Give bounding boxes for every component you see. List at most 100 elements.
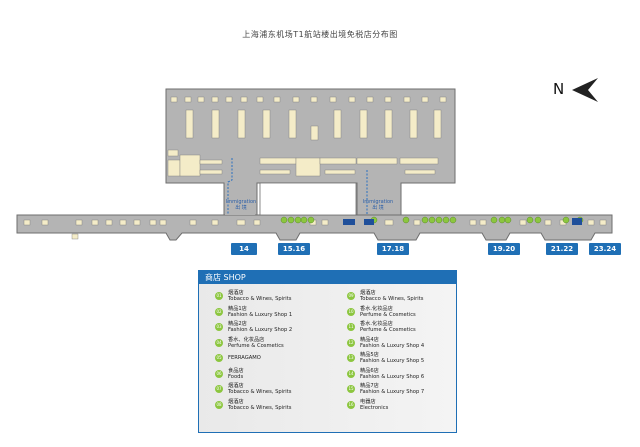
shop-marker xyxy=(428,216,436,224)
shop-block xyxy=(262,109,271,139)
shop-block xyxy=(295,157,321,177)
shop-block xyxy=(384,109,393,139)
shop-block xyxy=(599,219,607,226)
shop-block xyxy=(421,96,429,103)
shop-block xyxy=(399,157,439,165)
shop-block xyxy=(366,96,374,103)
shop-marker xyxy=(280,216,288,224)
gate-15-16: 15.16 xyxy=(278,243,310,255)
shop-block xyxy=(348,96,356,103)
gate-19-20: 19.20 xyxy=(488,243,520,255)
shop-marker xyxy=(504,216,512,224)
concourse xyxy=(16,214,613,241)
gate-14: 14 xyxy=(231,243,257,255)
shop-block xyxy=(273,96,281,103)
shop-block xyxy=(240,96,248,103)
shop-block xyxy=(288,109,297,139)
shop-block xyxy=(292,96,300,103)
gate-23-24: 23.24 xyxy=(589,243,621,255)
shop-block xyxy=(211,109,220,139)
shop-block xyxy=(253,219,261,226)
shop-block xyxy=(310,96,318,103)
shop-marker xyxy=(294,216,302,224)
shop-block xyxy=(409,109,418,139)
shop-marker xyxy=(435,216,443,224)
shop-block xyxy=(256,96,264,103)
shop-block xyxy=(259,169,291,175)
shop-block xyxy=(184,96,192,103)
shop-blocks xyxy=(23,96,607,240)
shop-block xyxy=(23,219,31,226)
shop-block xyxy=(119,219,127,226)
shop-block xyxy=(41,219,49,226)
shop-block xyxy=(587,219,595,226)
open-area-left xyxy=(259,182,357,216)
immigration-path xyxy=(227,158,233,215)
shop-block xyxy=(333,109,342,139)
shop-block xyxy=(479,219,487,226)
shop-block xyxy=(324,169,356,175)
shop-block xyxy=(91,219,99,226)
shop-block xyxy=(159,219,167,226)
shop-marker xyxy=(490,216,498,224)
shop-marker xyxy=(534,216,542,224)
shop-block xyxy=(329,96,337,103)
compass-arrow-icon xyxy=(572,78,598,102)
shop-block xyxy=(133,219,141,226)
shop-block xyxy=(211,219,219,226)
shop-block xyxy=(71,233,79,240)
shop-marker xyxy=(526,216,534,224)
shop-block xyxy=(359,109,368,139)
shop-block xyxy=(319,157,357,165)
shop-block xyxy=(384,96,392,103)
shop-block xyxy=(149,219,157,226)
legend-heading: 商店 SHOP xyxy=(199,271,456,284)
shop-marker xyxy=(307,216,315,224)
shop-block xyxy=(356,157,398,165)
shop-block xyxy=(433,109,442,139)
shop-block xyxy=(236,219,246,226)
shop-marker xyxy=(402,216,410,224)
shop-block xyxy=(321,219,329,226)
shop-block xyxy=(310,125,319,141)
shop-marker xyxy=(287,216,295,224)
shop-block xyxy=(179,154,201,177)
shop-marker xyxy=(421,216,429,224)
shop-block xyxy=(519,219,527,226)
shop-markers xyxy=(280,216,584,225)
shop-block xyxy=(197,96,205,103)
shop-block xyxy=(469,219,477,226)
shop-block xyxy=(185,109,194,139)
shop-block xyxy=(259,157,297,165)
shop-block xyxy=(167,149,179,157)
shop-marker xyxy=(442,216,450,224)
shop-block xyxy=(439,96,447,103)
shop-block xyxy=(413,219,421,226)
shop-block xyxy=(167,159,181,177)
gate-17-18: 17.18 xyxy=(377,243,409,255)
shop-block xyxy=(211,96,219,103)
shop-block xyxy=(199,169,223,175)
shop-marker xyxy=(300,216,308,224)
shop-marker-dark xyxy=(364,219,374,225)
shop-marker xyxy=(562,216,570,224)
shop-marker xyxy=(498,216,506,224)
shop-block xyxy=(237,109,246,139)
shop-block xyxy=(199,159,223,165)
shop-block xyxy=(75,219,83,226)
shop-block xyxy=(105,219,113,226)
shop-marker xyxy=(449,216,457,224)
shop-block xyxy=(544,219,552,226)
shop-block xyxy=(404,169,436,175)
shop-block xyxy=(189,219,197,226)
shop-block xyxy=(403,96,411,103)
shop-marker-dark xyxy=(343,219,355,225)
shop-block xyxy=(225,96,233,103)
map-title: 上海浦东机场T1航站楼出境免税店分布图 xyxy=(242,30,398,39)
compass-north-label: N xyxy=(553,80,565,98)
shop-marker-dark xyxy=(572,218,582,225)
